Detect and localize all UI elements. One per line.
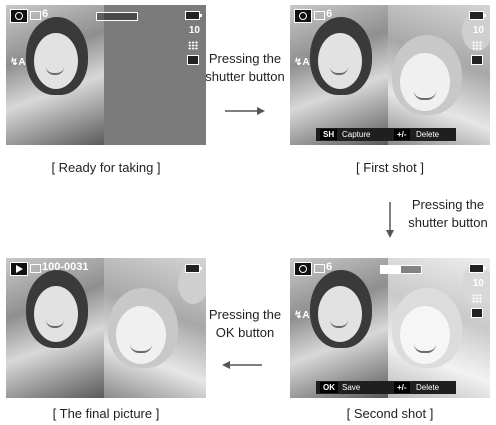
down-arrow-icon <box>386 202 394 238</box>
step-line: Pressing the <box>208 307 282 322</box>
battery-icon <box>185 264 202 273</box>
camera-icon <box>294 9 312 23</box>
girl-photo-right-half <box>104 258 206 398</box>
flash-auto-icon: ↯A <box>10 57 26 68</box>
caption-final-picture: [ The final picture ] <box>52 406 160 421</box>
shot-count: 6 <box>326 8 333 20</box>
woman-photo-left-half <box>6 258 104 398</box>
step-line: OK button <box>215 325 275 340</box>
image-size: 10 <box>472 278 484 289</box>
soft-key-bar: SH Capture +/- Delete <box>316 128 456 141</box>
memory-card-icon <box>314 11 325 20</box>
capture-label: Capture <box>342 130 371 139</box>
memory-card-icon <box>30 11 41 20</box>
step-line: shutter button <box>205 69 285 84</box>
empty-right-half <box>104 5 206 145</box>
quality-icon <box>188 41 198 50</box>
step-line: Pressing the <box>411 197 485 212</box>
battery-icon <box>469 11 486 20</box>
caption-second-shot: [ Second shot ] <box>346 406 434 421</box>
lcd-ready: 6 10 ↯A <box>6 5 206 145</box>
metering-icon <box>187 55 199 65</box>
flash-auto-icon: ↯A <box>294 57 310 68</box>
camera-icon <box>10 9 28 23</box>
woman-photo-left-half <box>290 5 388 145</box>
soft-key-bar: OK Save +/- Delete <box>316 381 456 394</box>
left-arrow-icon <box>222 361 262 369</box>
progress-bar <box>380 265 422 274</box>
camera-icon <box>294 262 312 276</box>
progress-bar <box>96 12 138 21</box>
memory-card-icon <box>314 264 325 273</box>
image-size: 10 <box>188 25 200 36</box>
caption-first-shot: [ First shot ] <box>356 160 424 175</box>
battery-icon <box>469 264 486 273</box>
right-arrow-icon <box>225 107 265 115</box>
play-icon <box>10 262 28 276</box>
shutter-key[interactable]: SH <box>320 129 338 140</box>
ok-key[interactable]: OK <box>320 382 338 393</box>
progress-bar-fill <box>381 266 401 273</box>
plus-minus-key[interactable]: +/- <box>394 129 410 140</box>
step-ok: Pressing the OK button <box>200 306 290 342</box>
memory-card-icon <box>30 264 41 273</box>
woman-photo-left-half <box>6 5 104 145</box>
battery-icon <box>185 11 202 20</box>
flash-auto-icon: ↯A <box>294 310 310 321</box>
file-number: 100-0031 <box>42 261 89 273</box>
step-line: Pressing the <box>208 51 282 66</box>
lcd-final-picture: 100-0031 <box>6 258 206 398</box>
woman-photo-left-half <box>290 258 388 398</box>
girl-photo-right-half <box>388 5 490 145</box>
shot-count: 6 <box>326 261 333 273</box>
quality-icon <box>472 294 482 303</box>
shot-count: 6 <box>42 8 49 20</box>
quality-icon <box>472 41 482 50</box>
metering-icon <box>471 308 483 318</box>
caption-ready: [ Ready for taking ] <box>51 160 161 175</box>
lcd-first-shot: 6 10 ↯A SH Capture +/- Delete <box>290 5 490 145</box>
lcd-second-shot: 6 10 ↯A OK Save +/- Delete <box>290 258 490 398</box>
step-line: shutter button <box>408 215 488 230</box>
image-size: 10 <box>472 25 484 36</box>
plus-minus-key[interactable]: +/- <box>394 382 410 393</box>
metering-icon <box>471 55 483 65</box>
delete-label: Delete <box>416 130 440 139</box>
step-shutter-1: Pressing the shutter button <box>200 50 290 86</box>
delete-label: Delete <box>416 383 440 392</box>
save-label: Save <box>342 383 361 392</box>
step-shutter-2: Pressing the shutter button <box>402 196 494 232</box>
